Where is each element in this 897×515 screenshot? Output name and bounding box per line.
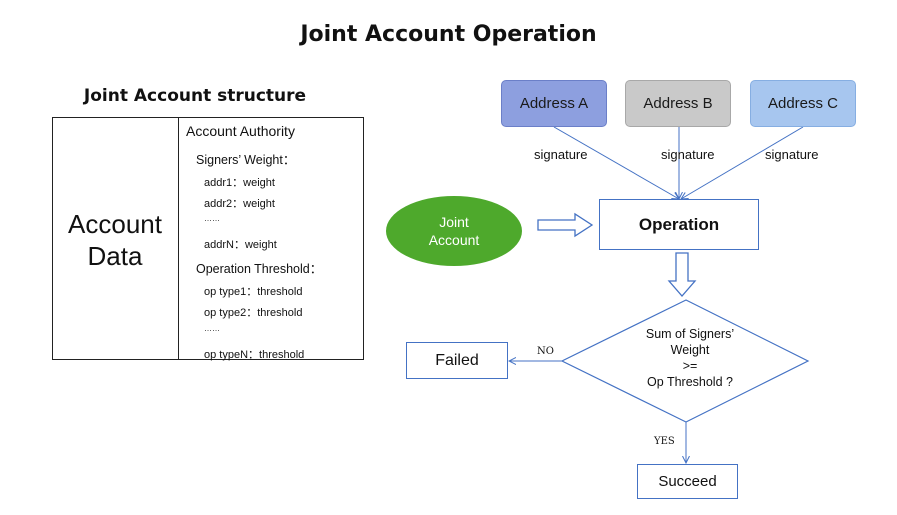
account-data-line1: Account [68,209,162,239]
signature-line-c [681,126,804,199]
signers-heading: Signers’ Weight： [196,153,296,167]
failed-node: Failed [406,342,508,379]
address-c-node: Address C [750,80,856,127]
no-label: NO [537,346,554,357]
address-b-node: Address B [625,80,731,127]
signer-row: addrN：weight [204,239,277,251]
threshold-row: op type1：threshold [204,286,303,298]
authority-heading: Account Authority [186,123,295,139]
account-data-label: Account Data [52,208,178,272]
address-a-node: Address A [501,80,607,127]
threshold-row: …… [204,324,220,333]
operation-node: Operation [599,199,759,250]
decision-line: >= [682,359,698,373]
decision-text: Sum of Signers’ Weight >= Op Threshold ? [600,326,780,390]
decision-line: Op Threshold ? [647,375,733,389]
joint-account-line2: Account [428,232,480,248]
succeed-node: Succeed [637,464,738,499]
signature-label-c: signature [765,147,819,162]
threshold-row: op type2：threshold [204,307,303,319]
threshold-row: op typeN：threshold [204,349,305,361]
hollow-right-arrow [537,212,594,238]
signature-line-a [553,126,679,199]
signer-row: addr1：weight [204,177,275,189]
signature-label-b: signature [661,147,715,162]
signer-row: addr2：weight [204,198,275,210]
joint-account-line1: Joint [439,214,469,230]
account-data-line2: Data [87,241,143,271]
structure-table [52,117,364,360]
joint-account-node: Joint Account [386,196,522,266]
yes-label: YES [654,436,675,447]
threshold-heading: Operation Threshold： [196,262,323,276]
structure-divider [178,117,179,360]
decision-line: Weight [670,343,710,357]
signer-row: …… [204,214,220,223]
decision-line: Sum of Signers’ [645,327,735,341]
page-title: Joint Account Operation [300,22,597,47]
hollow-down-arrow [667,252,697,297]
signature-label-a: signature [534,147,588,162]
structure-title: Joint Account structure [83,86,307,106]
